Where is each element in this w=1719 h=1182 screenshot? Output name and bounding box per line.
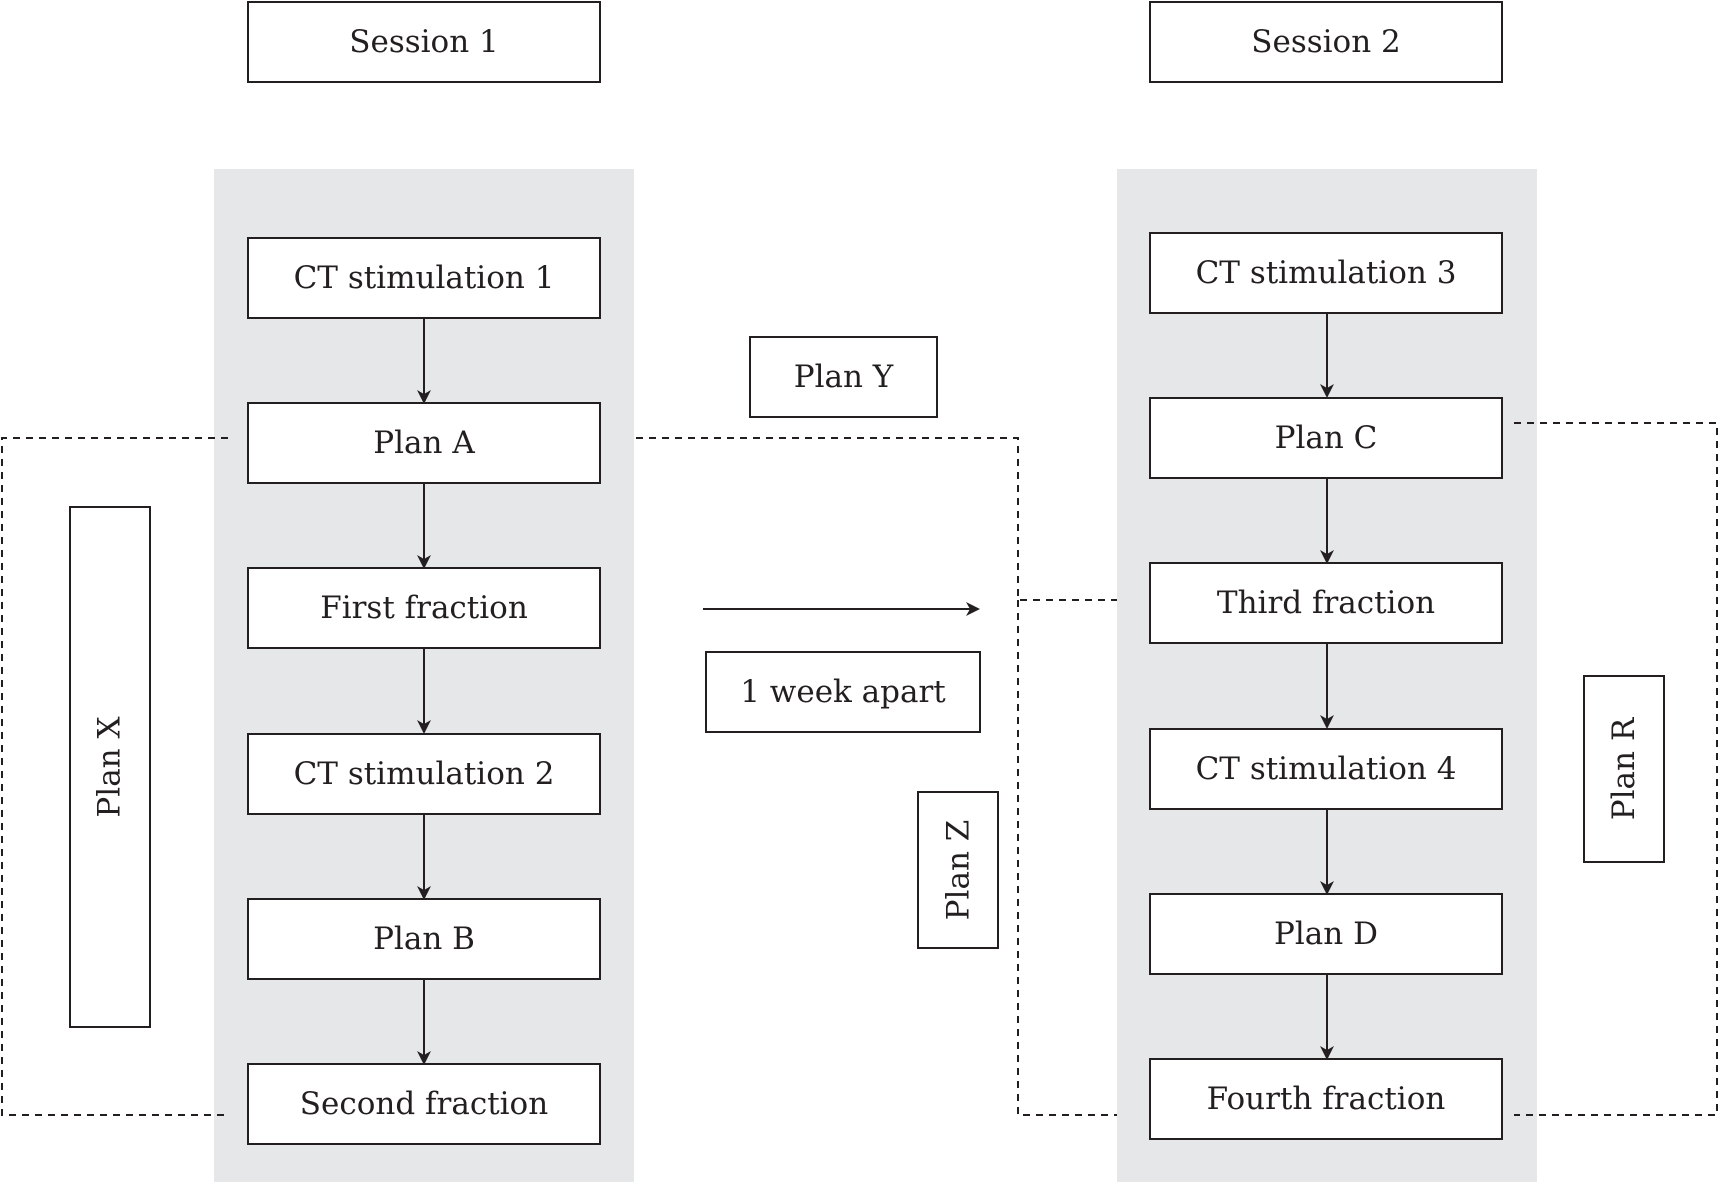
- plan-x-bracket: [1, 437, 228, 1116]
- step-ct-stimulation-4: CT stimulation 4: [1149, 728, 1503, 810]
- step-plan-b: Plan B: [247, 898, 601, 980]
- step-ct-stimulation-3: CT stimulation 3: [1149, 232, 1503, 314]
- interval-label: 1 week apart: [705, 651, 981, 733]
- step-ct-stimulation-2: CT stimulation 2: [247, 733, 601, 815]
- plan-y-label: Plan Y: [749, 336, 938, 418]
- plan-z-bracket: [1017, 600, 1117, 1116]
- plan-z-text: Plan Z: [940, 819, 976, 921]
- session2-header: Session 2: [1149, 1, 1503, 83]
- plan-y-bracket: [636, 437, 1117, 601]
- plan-x-text: Plan X: [92, 716, 128, 818]
- plan-z-label: Plan Z: [917, 791, 999, 949]
- session1-header: Session 1: [247, 1, 601, 83]
- step-first-fraction: First fraction: [247, 567, 601, 649]
- step-fourth-fraction: Fourth fraction: [1149, 1058, 1503, 1140]
- plan-x-label: Plan X: [69, 506, 151, 1028]
- step-plan-d: Plan D: [1149, 893, 1503, 975]
- step-plan-a: Plan A: [247, 402, 601, 484]
- step-third-fraction: Third fraction: [1149, 562, 1503, 644]
- plan-r-text: Plan R: [1606, 717, 1643, 821]
- plan-r-label: Plan R: [1583, 675, 1665, 863]
- step-ct-stimulation-1: CT stimulation 1: [247, 237, 601, 319]
- plan-r-bracket: [1514, 422, 1718, 1116]
- step-second-fraction: Second fraction: [247, 1063, 601, 1145]
- step-plan-c: Plan C: [1149, 397, 1503, 479]
